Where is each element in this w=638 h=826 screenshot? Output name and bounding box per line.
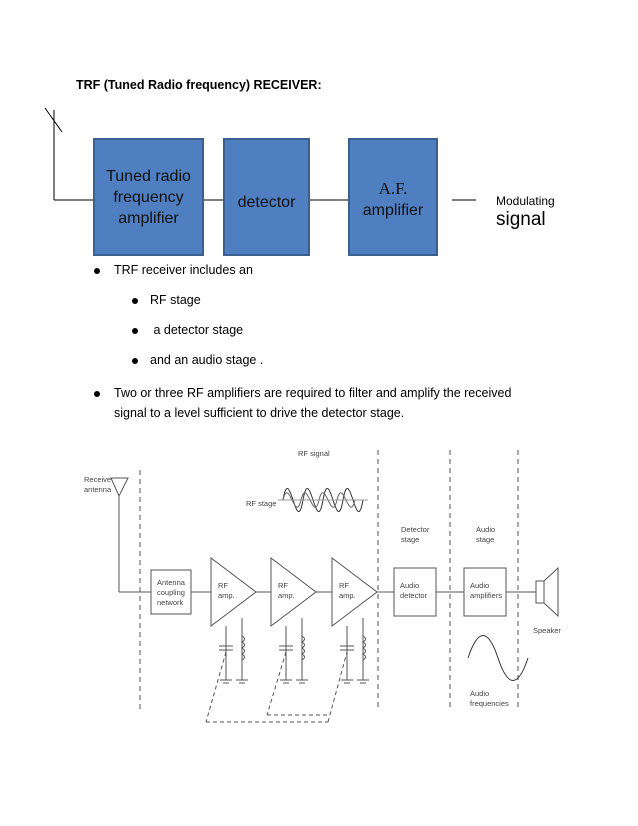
bullet-dot [132,298,138,304]
fig-label: stage [476,535,494,544]
bullet-item: a detector stage [150,323,244,337]
fig-label: antenna [84,485,112,494]
fig-label: network [157,598,184,607]
bullet-item: RF stage [150,293,201,307]
detector-block: detector [223,138,310,256]
block-text: Tuned radio [106,168,191,185]
fig-label: RF stage [246,499,276,508]
fig-label: RF [339,581,349,590]
fig-label: Receive [84,475,111,484]
af-amplifier-block: A.F. amplifier [348,138,438,256]
rf-amp-3-icon [331,556,378,628]
fig-label: detector [400,591,428,600]
fig-label: stage [401,535,419,544]
audio-sine-wave [467,635,529,681]
block-text: detector [237,194,296,211]
bullet-dot [94,268,100,274]
trf-block-diagram-wires [44,107,476,201]
bullet-item: signal to a level sufficient to drive th… [114,406,405,420]
block-text: amplifier [362,202,424,219]
output-label-large: signal [496,209,546,230]
block-text: amplifier [118,210,179,227]
fig-label: Speaker [533,626,561,635]
page-heading: TRF (Tuned Radio frequency) RECEIVER: [76,78,322,92]
block-text: A.F. [378,179,408,198]
fig-label: amp. [339,591,356,600]
tuning-circuits [219,618,369,684]
bullet-item: and an audio stage . [150,353,264,367]
bullet-dot [132,328,138,334]
fig-label: RF [218,581,228,590]
fig-label: Audio [470,581,489,590]
rf-amp-1-icon [210,556,257,628]
bullet-item: Two or three RF amplifiers are required … [114,386,512,400]
fig-label: Audio [470,689,489,698]
bullet-item: TRF receiver includes an [114,263,253,277]
output-label-small: Modulating [496,194,555,208]
trf-receiver-figure: Receive antenna RF signal RF stage Detec… [84,449,561,723]
block-text: frequency [113,189,184,206]
fig-label: RF signal [298,449,330,458]
ganged-tuning-lines [205,651,348,723]
fig-label: Antenna [157,578,186,587]
fig-label: amp. [218,591,235,600]
fig-label: frequencies [470,699,509,708]
receive-antenna-icon [110,477,129,498]
fig-label: Audio [476,525,495,534]
bullet-dot [132,358,138,364]
speaker-icon [535,580,545,604]
fig-label: Audio [400,581,419,590]
rf-amp-2-icon [270,556,317,628]
fig-label: coupling [157,588,185,597]
tuned-rf-amplifier-block: Tuned radio frequency amplifier [93,138,204,256]
fig-label: RF [278,581,288,590]
bullet-dot [94,391,100,397]
fig-label: Detector [401,525,430,534]
fig-label: amplifiers [470,591,502,600]
fig-label: amp. [278,591,295,600]
